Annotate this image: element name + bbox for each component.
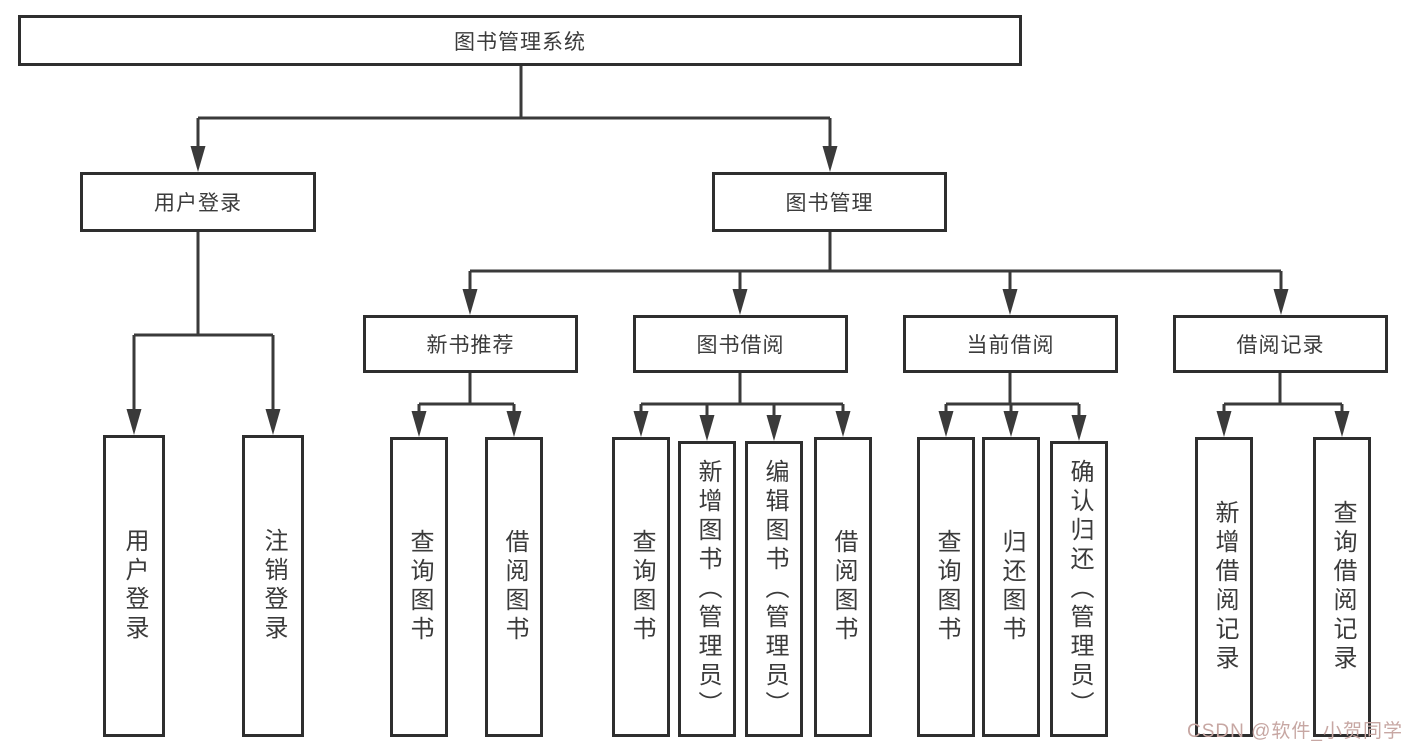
leaf-query-books-current: 查询图书 <box>917 437 975 737</box>
leaf-confirm-return-admin: 确认归还（管理员） <box>1050 441 1108 737</box>
node-borrowing-records: 借阅记录 <box>1173 315 1388 373</box>
csdn-watermark: CSDN @软件_小贺同学 <box>1187 721 1403 742</box>
leaf-query-borrow-record: 查询借阅记录 <box>1313 437 1371 737</box>
leaf-query-books-borrowing: 查询图书 <box>612 437 670 737</box>
node-book-management: 图书管理 <box>712 172 947 232</box>
node-user-login: 用户登录 <box>80 172 316 232</box>
leaf-add-borrow-record: 新增借阅记录 <box>1195 437 1253 737</box>
leaf-borrow-books-recommend: 借阅图书 <box>485 437 543 737</box>
leaf-user-login: 用户登录 <box>103 435 165 737</box>
root-node: 图书管理系统 <box>18 15 1022 66</box>
leaf-add-book-admin: 新增图书（管理员） <box>678 441 736 737</box>
leaf-edit-book-admin: 编辑图书（管理员） <box>745 441 803 737</box>
node-new-book-recommend: 新书推荐 <box>363 315 578 373</box>
leaf-query-books-recommend: 查询图书 <box>390 437 448 737</box>
node-book-borrowing: 图书借阅 <box>633 315 848 373</box>
leaf-return-books: 归还图书 <box>982 437 1040 737</box>
node-current-borrowing: 当前借阅 <box>903 315 1118 373</box>
leaf-logout: 注销登录 <box>242 435 304 737</box>
leaf-borrow-books-borrowing: 借阅图书 <box>814 437 872 737</box>
